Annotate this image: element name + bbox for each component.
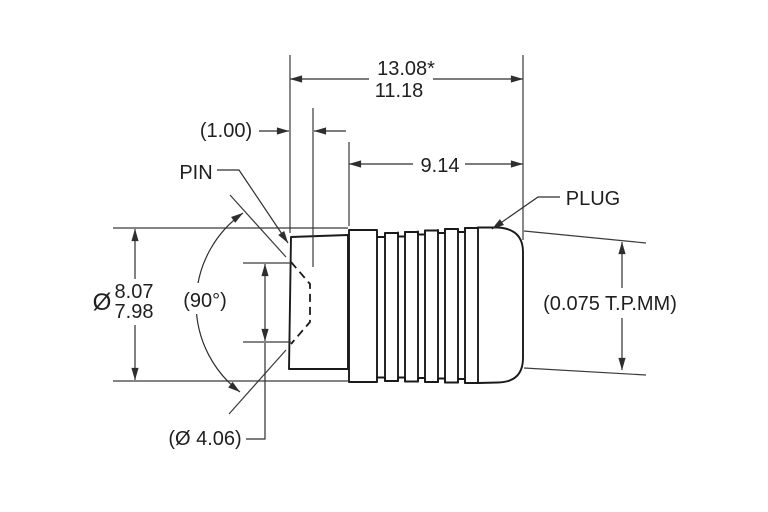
pin-label: PIN — [179, 162, 212, 184]
leader-plug — [491, 196, 560, 230]
dim-pin-hole-diameter: (Ø 4.06) — [168, 428, 241, 450]
pin-internal-hidden-line — [290, 261, 311, 345]
dim-countersink-angle: (90°) — [183, 290, 227, 312]
text-mask — [543, 288, 679, 318]
text-masks — [84, 78, 679, 325]
plug-flange — [348, 229, 378, 383]
text-mask — [84, 279, 158, 325]
dim-outer-diameter-lower: 7.98 — [115, 301, 154, 323]
leader-pinhole — [246, 343, 266, 440]
part-geometry — [288, 226, 524, 384]
ext-chamfer-top — [229, 194, 287, 258]
text-mask — [177, 283, 233, 314]
extension-lines — [113, 55, 647, 415]
ext-taper-bottom — [523, 367, 647, 376]
plug-rib-bottom-profile — [376, 376, 479, 384]
pin-body-outline — [288, 234, 349, 370]
diameter-symbol: Ø — [93, 289, 112, 316]
annotation-text: 13.08* 11.18 (1.00) PIN 9.14 PLUG Ø 8.07… — [93, 58, 677, 450]
text-mask — [413, 152, 465, 176]
dim-overall-length-secondary: 11.18 — [375, 80, 424, 102]
ext-chamfer-bottom — [228, 349, 287, 415]
dim-overall-length-primary: 13.08* — [377, 58, 435, 80]
dim-body-length: 9.14 — [421, 155, 460, 177]
plug-cap-outline — [477, 226, 524, 384]
plug-rib-top-profile — [376, 227, 479, 238]
dim-pin-recess: (1.00) — [200, 120, 252, 142]
plug-label: PLUG — [566, 188, 620, 210]
dim-taper-note: (0.075 T.P.MM) — [543, 293, 677, 315]
ext-taper-top — [523, 230, 647, 244]
text-mask — [369, 78, 433, 99]
leader-pin — [217, 169, 289, 244]
dim-outer-diameter-upper: 8.07 — [115, 281, 154, 303]
